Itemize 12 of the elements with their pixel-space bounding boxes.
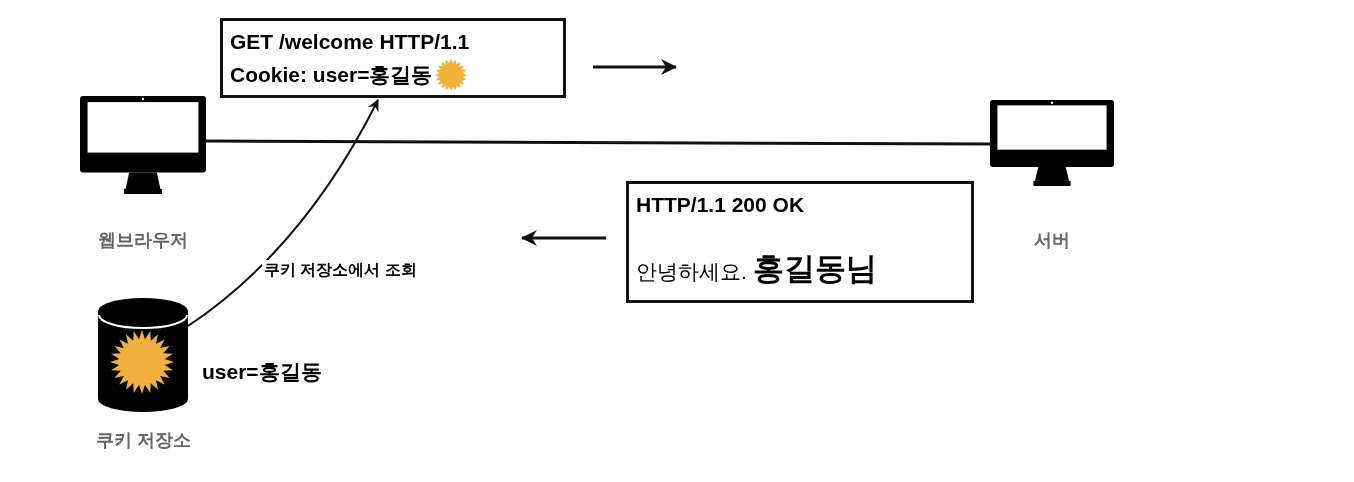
- node-label: 쿠키 저장소: [95, 429, 191, 452]
- message-line: Cookie: user=홍길동: [230, 62, 433, 88]
- node-label: 웹브라우저: [98, 229, 188, 252]
- cookie-value: user=홍길동: [202, 359, 322, 385]
- message-line: HTTP/1.1 200 OK: [636, 193, 805, 217]
- arrow: [187, 99, 379, 327]
- response-box: [626, 181, 974, 303]
- message-line: GET /welcome HTTP/1.1: [230, 30, 470, 54]
- connection-line: [206, 139, 990, 146]
- request-box: [220, 18, 566, 98]
- message-line: 안녕하세요. 홍길동님: [636, 252, 877, 288]
- node-label: 서버: [1034, 229, 1070, 252]
